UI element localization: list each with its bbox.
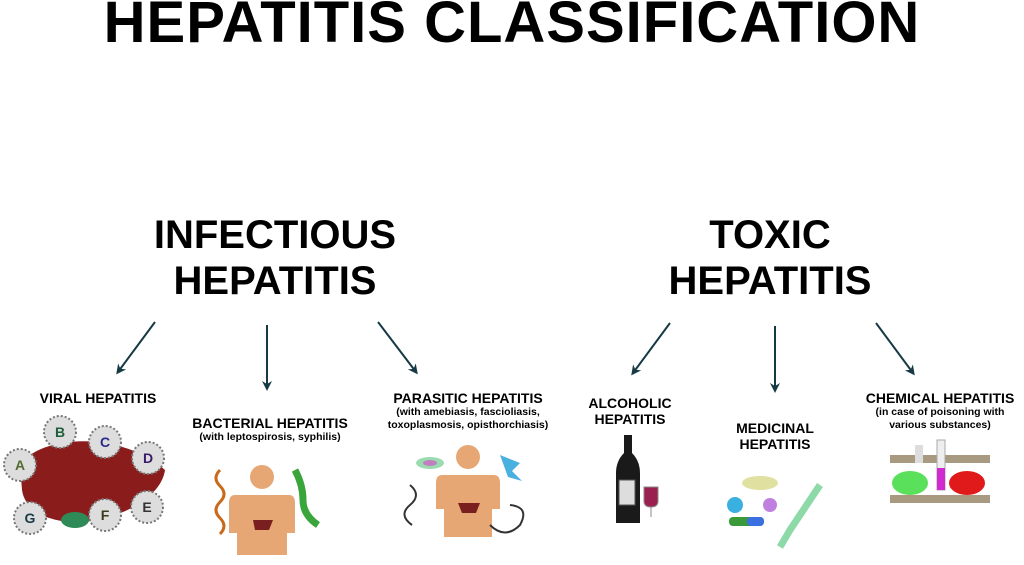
arrow-to-chemical — [875, 322, 915, 376]
infectious-heading: INFECTIOUS HEPATITIS — [100, 212, 450, 304]
svg-text:G: G — [25, 510, 36, 526]
arrow-to-viral — [116, 321, 156, 375]
bacterial-label: BACTERIAL HEPATITIS — [192, 415, 348, 431]
chemical-note-line2: various substances) — [889, 419, 991, 431]
test-tubes-illustration — [890, 439, 990, 503]
arrows — [116, 321, 915, 393]
parasitic-note-line2: toxoplasmosis, opisthorchiasis) — [387, 419, 549, 431]
svg-text:D: D — [143, 450, 153, 466]
medicinal-label-line2: HEPATITIS — [739, 436, 811, 452]
chemical-label: CHEMICAL HEPATITIS — [865, 390, 1015, 406]
alcoholic-block: ALCOHOLIC HEPATITIS — [580, 395, 680, 427]
human-parasites-illustration — [403, 445, 525, 537]
bacterial-note: (with leptospirosis, syphilis) — [199, 431, 341, 443]
bacterial-block: BACTERIAL HEPATITIS (with leptospirosis,… — [175, 415, 365, 444]
toxic-heading-line2: HEPATITIS — [668, 259, 872, 303]
page-title: HEPATITIS CLASSIFICATION — [103, 0, 921, 55]
wine-illustration — [616, 435, 659, 523]
chemical-note-line1: (in case of poisoning with — [875, 406, 1005, 418]
svg-text:B: B — [55, 424, 65, 440]
infectious-heading-line2: HEPATITIS — [173, 259, 377, 303]
alcoholic-label-line2: HEPATITIS — [594, 411, 666, 427]
arrow-to-alcoholic — [631, 322, 671, 376]
pills-syringe-illustration — [727, 476, 823, 549]
parasitic-note-line1: (with amebiasis, fascioliasis, — [396, 406, 540, 418]
svg-text:E: E — [142, 499, 151, 515]
svg-text:C: C — [100, 434, 110, 450]
parasitic-block: PARASITIC HEPATITIS (with amebiasis, fas… — [368, 390, 568, 432]
human-bacteria-illustration — [214, 465, 321, 555]
alcoholic-label-line1: ALCOHOLIC — [588, 395, 672, 411]
toxic-heading: TOXIC HEPATITIS — [620, 212, 920, 304]
toxic-heading-line1: TOXIC — [709, 213, 831, 257]
liver-virus-illustration: A B C D E F G — [3, 415, 165, 535]
medicinal-block: MEDICINAL HEPATITIS — [720, 420, 830, 452]
parasitic-label: PARASITIC HEPATITIS — [393, 390, 543, 406]
medicinal-label-line1: MEDICINAL — [736, 420, 814, 436]
svg-text:A: A — [15, 457, 25, 473]
arrow-to-parasitic — [377, 321, 418, 375]
viral-label: VIRAL HEPATITIS — [39, 390, 157, 406]
infectious-heading-line1: INFECTIOUS — [153, 213, 397, 257]
chemical-block: CHEMICAL HEPATITIS (in case of poisoning… — [855, 390, 1024, 432]
svg-text:F: F — [101, 507, 110, 523]
